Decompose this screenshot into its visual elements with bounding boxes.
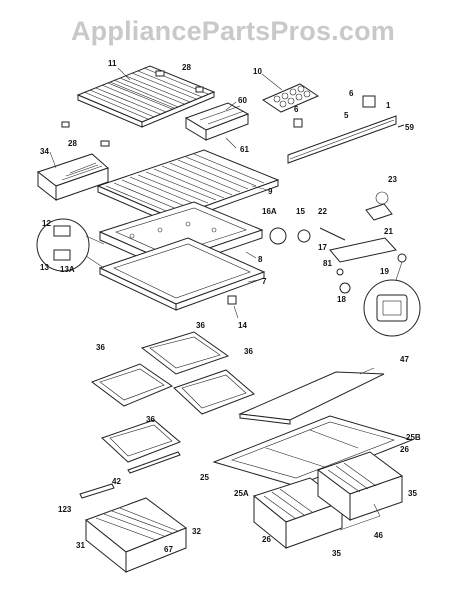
callout-10: 10 — [253, 67, 262, 76]
callout-labels: 11 28 28 34 10 60 61 6 6 5 59 9 1 23 12 … — [40, 59, 421, 558]
callout-22: 22 — [318, 207, 327, 216]
callout-26: 26 — [400, 445, 409, 454]
callout-35: 35 — [408, 489, 417, 498]
callout-26: 26 — [262, 535, 271, 544]
callout-17: 17 — [318, 243, 327, 252]
callout-21: 21 — [384, 227, 393, 236]
callout-46: 46 — [374, 531, 383, 540]
small-crisper-bin — [36, 153, 109, 202]
egg-tray — [261, 83, 320, 113]
callout-16A: 16A — [262, 207, 277, 216]
callout-25: 25 — [200, 473, 209, 482]
trim-bar — [127, 451, 181, 474]
callout-31: 31 — [76, 541, 85, 550]
callout-25A: 25A — [234, 489, 249, 498]
callout-36: 36 — [244, 347, 253, 356]
callout-18: 18 — [337, 295, 346, 304]
callout-34: 34 — [40, 147, 49, 156]
shelf-stop — [227, 295, 237, 305]
callout-13: 13 — [40, 263, 49, 272]
crisper-cover-frame — [212, 415, 414, 487]
leader-lines — [49, 67, 381, 531]
callout-12: 12 — [42, 219, 51, 228]
control-assembly — [269, 191, 421, 337]
callout-81: 81 — [323, 259, 332, 268]
crisper-glass-cover — [238, 371, 385, 425]
callout-123: 123 — [58, 505, 72, 514]
callout-35: 35 — [332, 549, 341, 558]
callout-28: 28 — [182, 63, 191, 72]
callout-5: 5 — [344, 111, 349, 120]
callout-36: 36 — [196, 321, 205, 330]
callout-6: 6 — [349, 89, 354, 98]
callout-7: 7 — [262, 277, 267, 286]
callout-8: 8 — [258, 255, 263, 264]
detail-inset — [36, 218, 105, 272]
shelf-clip — [61, 70, 204, 147]
callout-25B: 25B — [406, 433, 421, 442]
crisper-drawer-left — [79, 483, 188, 574]
callout-59: 59 — [405, 123, 414, 132]
callout-11: 11 — [108, 59, 117, 68]
door-shelf-bins — [90, 331, 255, 463]
callout-19: 19 — [380, 267, 389, 276]
callout-13A: 13A — [60, 265, 75, 274]
dairy-tray — [184, 102, 250, 141]
callout-1: 1 — [386, 101, 391, 110]
callout-6: 6 — [294, 105, 299, 114]
callout-23: 23 — [388, 175, 397, 184]
callout-9: 9 — [268, 187, 273, 196]
callout-15: 15 — [296, 207, 305, 216]
wire-shelf — [76, 65, 216, 128]
callout-36: 36 — [146, 415, 155, 424]
shelf-rail — [287, 95, 405, 164]
callout-60: 60 — [238, 96, 247, 105]
watermark-text: AppliancePartsPros.com — [70, 16, 395, 46]
lower-shelf-frame — [98, 237, 266, 311]
crisper-drawers-right — [252, 451, 404, 550]
callout-14: 14 — [238, 321, 247, 330]
callout-42: 42 — [112, 477, 121, 486]
callout-36: 36 — [96, 343, 105, 352]
callout-61: 61 — [240, 145, 249, 154]
callout-32: 32 — [192, 527, 201, 536]
callout-47: 47 — [400, 355, 409, 364]
callout-67: 67 — [164, 545, 173, 554]
callout-28: 28 — [68, 139, 77, 148]
